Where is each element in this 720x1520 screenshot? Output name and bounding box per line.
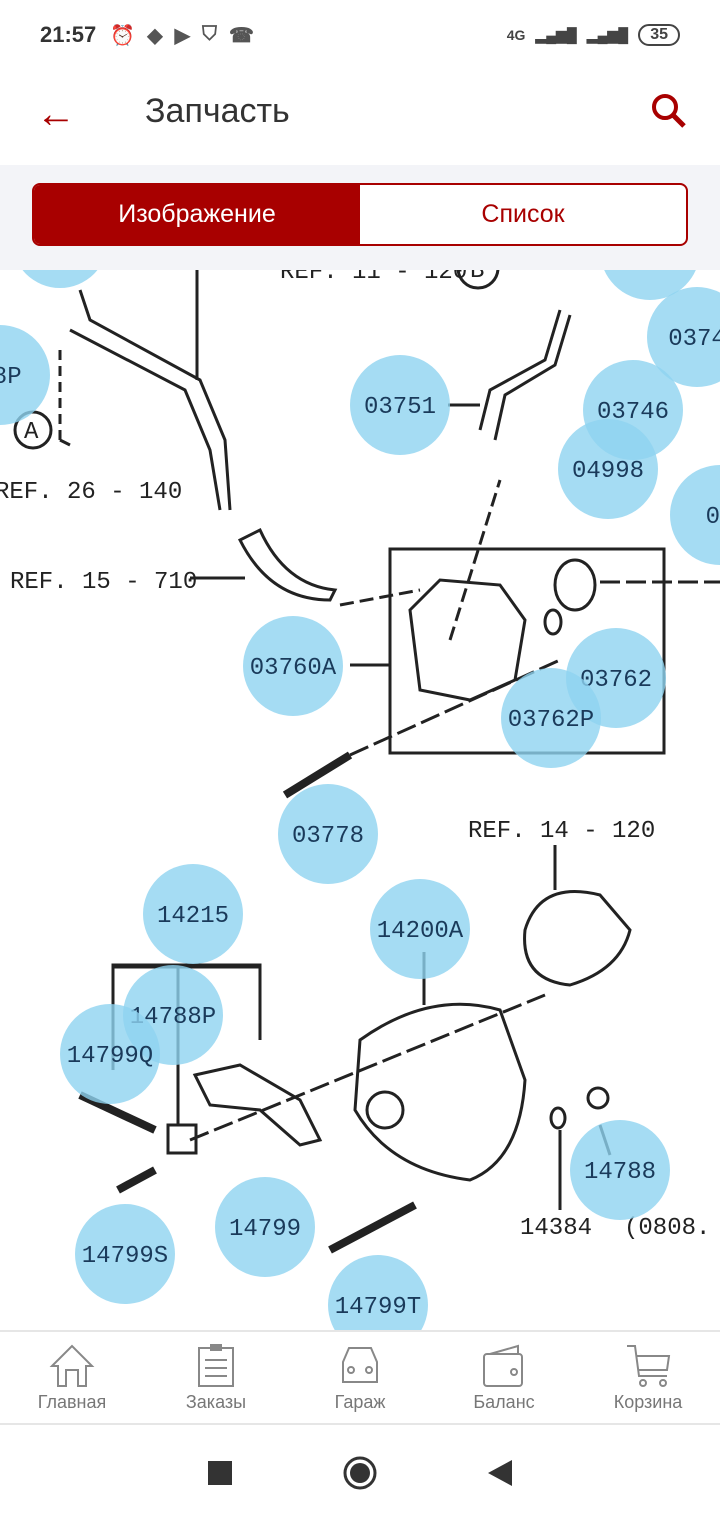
callout-label[interactable]: 78P xyxy=(0,364,22,391)
ref-label: REF. 11 - 120 xyxy=(280,270,467,286)
ref-label: REF. 14 - 120 xyxy=(468,818,655,845)
marker-label: A xyxy=(24,419,39,446)
parts-diagram[interactable]: REF. 11 - 120 REF. 26 - 140 REF. 15 - 71… xyxy=(0,270,720,1330)
callout-14799Q[interactable]: 14799Q xyxy=(60,1004,160,1104)
callout-03[interactable]: 03 xyxy=(670,465,720,565)
callout-03751[interactable]: 03751 xyxy=(350,355,450,455)
callout-circle[interactable] xyxy=(278,784,378,884)
callout-label[interactable]: 03751 xyxy=(364,394,436,421)
callout-circle[interactable] xyxy=(570,1120,670,1220)
callout-label[interactable]: 14799T xyxy=(335,1294,421,1321)
callout-14799[interactable]: 14799 xyxy=(215,1177,315,1277)
callout-78P[interactable]: 78P xyxy=(0,325,50,425)
network-type: 4G xyxy=(506,27,526,43)
callout-circle[interactable] xyxy=(647,287,720,387)
callout-circle[interactable] xyxy=(243,616,343,716)
callout-label[interactable]: 14799Q xyxy=(67,1043,153,1070)
nav-orders[interactable]: Заказы xyxy=(144,1332,288,1423)
callout-circle[interactable] xyxy=(600,270,700,300)
app-icon: ◆ xyxy=(147,24,163,47)
shield-icon: ⛉ xyxy=(201,22,217,45)
callout-circle[interactable] xyxy=(328,1255,428,1330)
nav-label: Главная xyxy=(37,1392,107,1412)
callout-label[interactable]: 14799S xyxy=(82,1243,168,1270)
view-toggle-bar: Изображение Список xyxy=(0,165,720,270)
alarm-icon: ⏰ xyxy=(110,24,136,47)
ref-label: REF. 15 - 710 xyxy=(10,569,197,596)
reference-labels: REF. 11 - 120 REF. 26 - 140 REF. 15 - 71… xyxy=(0,270,710,1242)
callout-circle[interactable] xyxy=(143,864,243,964)
callout-circle[interactable] xyxy=(558,419,658,519)
callout-0374[interactable]: 0374 xyxy=(647,287,720,387)
callout-03762P[interactable]: 03762P xyxy=(501,668,601,768)
tab-list[interactable]: Список xyxy=(481,200,565,228)
ref-label: REF. 26 - 140 xyxy=(0,479,182,506)
tab-image[interactable]: Изображение xyxy=(34,185,360,244)
clipboard-icon xyxy=(198,1344,234,1387)
nav-balance[interactable]: Баланс xyxy=(432,1332,576,1423)
callout-label[interactable]: 0374 xyxy=(668,326,720,353)
callout-circle[interactable] xyxy=(215,1177,315,1277)
system-navigation xyxy=(0,1425,720,1520)
signal-icon-2: ▂▄▆█ xyxy=(586,26,629,43)
callout-label[interactable]: 03778 xyxy=(292,823,364,850)
callout-14200A[interactable]: 14200A xyxy=(370,879,470,979)
app-header: ← Запчасть xyxy=(0,70,720,165)
cart-icon xyxy=(627,1345,671,1387)
callout-label[interactable]: 14215 xyxy=(157,903,229,930)
callout-label[interactable]: 03760A xyxy=(250,655,337,682)
back-button[interactable] xyxy=(488,1459,512,1486)
status-bar: 21:57 ⏰ ◆ ▶ ⛉ ☎ 4G ▂▄▆█ ▂▄▆█ 35 xyxy=(0,0,720,70)
callout-circle[interactable] xyxy=(501,668,601,768)
part-label: (0808. xyxy=(624,1215,710,1242)
callout-14788[interactable]: 14788 xyxy=(570,1120,670,1220)
page-title: Запчасть xyxy=(145,92,290,130)
callout-circle[interactable] xyxy=(350,355,450,455)
recents-button[interactable] xyxy=(208,1460,232,1485)
clock: 21:57 xyxy=(40,22,97,47)
callout-label[interactable]: 14788 xyxy=(584,1159,656,1186)
part-label: 14384 xyxy=(520,1215,592,1242)
nav-cart[interactable]: Корзина xyxy=(576,1332,720,1423)
callout-circle[interactable] xyxy=(60,1004,160,1104)
callout-circle[interactable] xyxy=(75,1204,175,1304)
bottom-navigation: Главная Заказы Гараж Баланс Корзина xyxy=(0,1330,720,1425)
callout-04608[interactable]: 04608 xyxy=(600,270,700,300)
signal-icon: ▂▄▆█ xyxy=(535,26,577,43)
callout-label[interactable]: 04998 xyxy=(572,458,644,485)
youtube-icon: ▶ xyxy=(174,24,190,47)
callout-14799S[interactable]: 14799S xyxy=(75,1204,175,1304)
battery-level: 35 xyxy=(638,24,680,46)
nav-label: Корзина xyxy=(613,1392,683,1412)
nav-garage[interactable]: Гараж xyxy=(288,1332,432,1423)
callout-label[interactable]: 14799 xyxy=(229,1216,301,1243)
nav-home[interactable]: Главная xyxy=(0,1332,144,1423)
callout-14799T[interactable]: 14799T xyxy=(328,1255,428,1330)
phone-shield-icon: ☎ xyxy=(228,24,254,47)
nav-label: Баланс xyxy=(473,1392,535,1412)
callout-04998[interactable]: 04998 xyxy=(558,419,658,519)
callout-03760A[interactable]: 03760A xyxy=(243,616,343,716)
callout-label[interactable]: 14200A xyxy=(377,918,464,945)
callout-label[interactable]: 03 xyxy=(706,504,720,531)
callout-circle[interactable] xyxy=(670,465,720,565)
nav-label: Заказы xyxy=(185,1392,247,1412)
callout-14215[interactable]: 14215 xyxy=(143,864,243,964)
wallet-icon xyxy=(483,1344,523,1387)
home-icon xyxy=(49,1344,95,1387)
back-arrow-icon[interactable]: ← xyxy=(36,92,76,136)
search-icon[interactable] xyxy=(648,90,690,137)
callout-circle[interactable] xyxy=(12,270,108,288)
callout-circle[interactable] xyxy=(370,879,470,979)
callout-03778[interactable]: 03778 xyxy=(278,784,378,884)
marker-label: B xyxy=(470,270,484,285)
car-icon xyxy=(342,1347,378,1383)
nav-label: Гараж xyxy=(334,1392,386,1412)
callout-label[interactable]: 03762P xyxy=(508,707,594,734)
callout-circle[interactable] xyxy=(0,325,50,425)
home-button[interactable] xyxy=(342,1455,378,1491)
